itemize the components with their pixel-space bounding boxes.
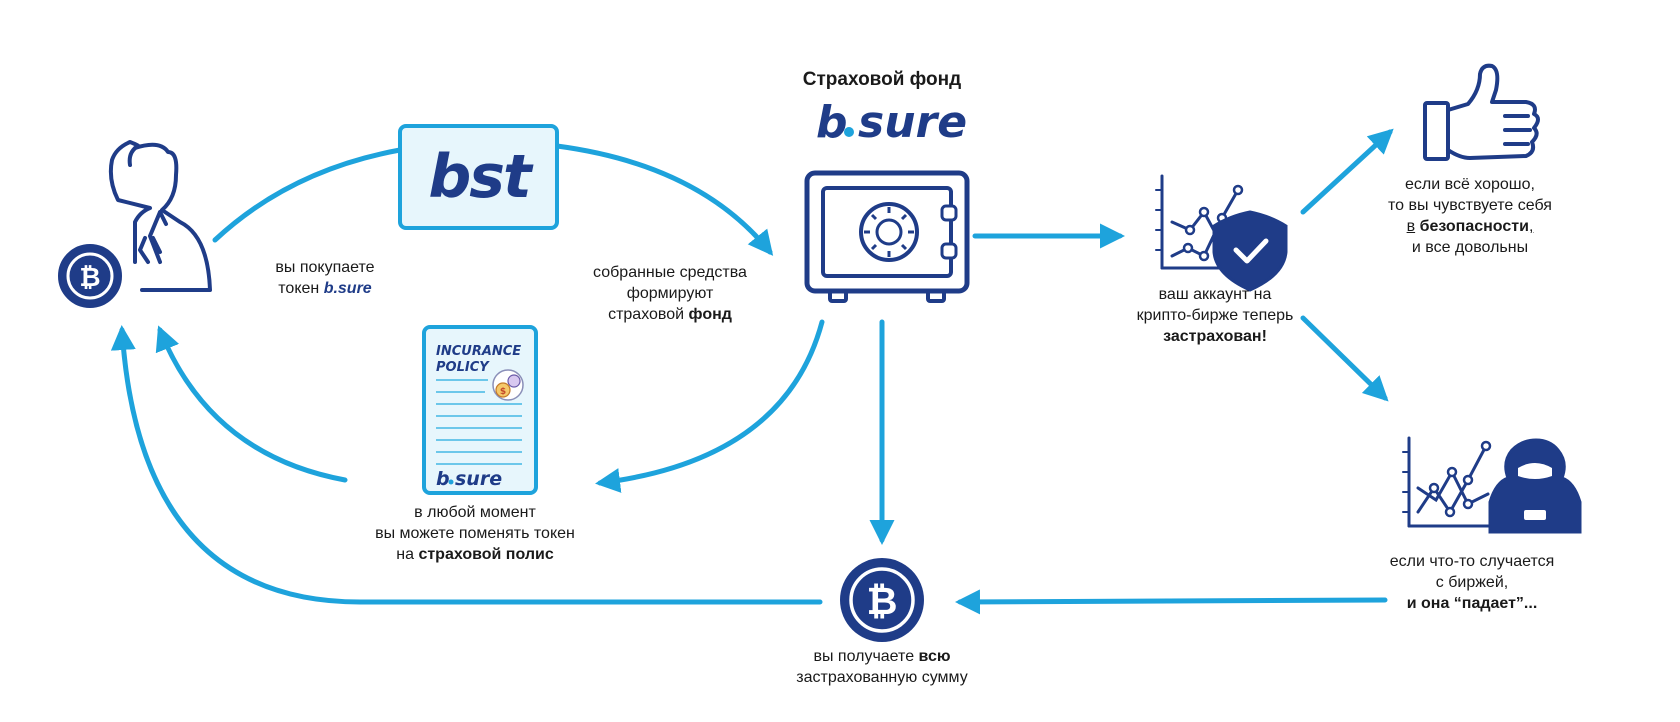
policy-title-line2: POLICY xyxy=(436,360,490,375)
collected-funds-label: собранные средства формируют страховой ф… xyxy=(593,264,747,323)
arrow-hacker-to-bitcoin xyxy=(955,589,1388,615)
policy-coin-symbol: $ xyxy=(500,387,506,397)
bitcoin-coin-icon: ₿ xyxy=(840,558,924,642)
arrow-chart-to-thumbs xyxy=(1300,128,1394,215)
buy-token-label: вы покупаете токен b.sure xyxy=(275,259,375,297)
bsure-logo: b sure xyxy=(816,97,967,148)
arrow-policy-to-user xyxy=(155,325,348,483)
safe-icon xyxy=(804,170,970,303)
bsure-logo-b: b xyxy=(816,97,848,148)
exchange-token-label: в любой момент вы можете поменять токен … xyxy=(375,504,575,563)
chart-with-hacker-icon xyxy=(1402,436,1582,534)
policy-logo-sure: sure xyxy=(455,468,502,490)
exchange-fails-label: если что-то случается с биржей, и она “п… xyxy=(1389,553,1555,612)
bsure-logo-sure: sure xyxy=(858,97,967,148)
arrow-user-to-token xyxy=(212,147,403,243)
bst-token-card: bst xyxy=(398,124,559,230)
arrow-bitcoin-to-user xyxy=(110,325,823,605)
bst-token-text: bst xyxy=(428,142,534,212)
policy-logo-b: b xyxy=(436,468,450,490)
fund-title: Страховой фонд xyxy=(802,69,962,90)
all-good-label: если всё хорошо, то вы чувствуете себя в… xyxy=(1388,176,1552,256)
chart-with-shield-icon xyxy=(1155,174,1288,292)
user-bitcoin-symbol: ₿ xyxy=(79,263,100,293)
policy-title-line1: INCURANCE xyxy=(436,344,521,359)
account-insured-label: ваш аккаунт на крипто-бирже теперь застр… xyxy=(1136,286,1294,345)
thumbs-up-icon xyxy=(1423,63,1540,161)
arrow-safe-to-policy xyxy=(595,319,825,493)
user-with-bitcoin-icon: ₿ xyxy=(58,140,212,308)
insurance-policy-document: INCURANCE POLICY $ b sure xyxy=(422,325,538,495)
arrow-chart-to-hacker xyxy=(1300,315,1389,402)
arrow-token-to-safe xyxy=(554,143,774,256)
coin-bitcoin-symbol: ₿ xyxy=(867,579,898,623)
receive-sum-label: вы получаете всю застрахованную сумму xyxy=(796,648,968,686)
